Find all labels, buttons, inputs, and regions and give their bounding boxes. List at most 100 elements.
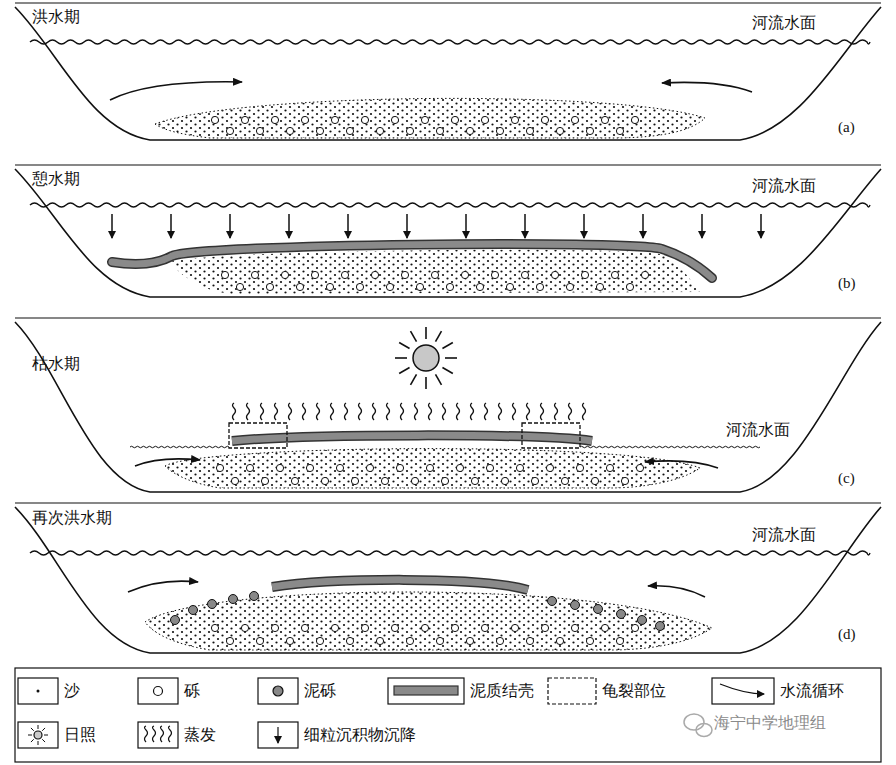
sun-ray (425, 327, 427, 339)
settling-arrow (524, 214, 526, 238)
channel-outline (15, 7, 881, 140)
mud-gravel (638, 616, 647, 625)
gravel (436, 127, 443, 134)
water-label: 河流水面 (752, 526, 816, 544)
gravel (581, 271, 588, 278)
evaporation (373, 403, 376, 420)
panel-letter: (d) (838, 626, 856, 643)
sun-ray (395, 357, 407, 359)
settling-arrow (170, 214, 172, 238)
panel-top-line (15, 502, 881, 503)
legend-text: 蒸发 (184, 726, 216, 744)
gravel (396, 464, 403, 471)
gravel (371, 271, 378, 278)
gravel (331, 116, 338, 123)
evaporation (499, 403, 502, 420)
gravel (601, 116, 608, 123)
water-surface (30, 551, 870, 555)
sun-ray (442, 343, 452, 349)
gravel (411, 477, 418, 484)
legend-text: 泥砾 (304, 682, 336, 700)
settling-arrow (111, 214, 113, 238)
panel-title: 洪水期 (32, 8, 80, 26)
gravel (536, 283, 543, 290)
water-surface (580, 446, 760, 448)
evaporation (541, 403, 544, 420)
mud-crust-edge (272, 580, 528, 590)
flow-arrow (110, 82, 242, 100)
gravel (436, 637, 443, 644)
mud-crust (112, 244, 712, 278)
gravel (516, 464, 523, 471)
settling-arrow (229, 214, 231, 238)
mud-crust (232, 435, 592, 441)
gravel (596, 283, 603, 290)
gravel (526, 637, 533, 644)
settling-arrow (288, 214, 290, 238)
crack-zone (229, 423, 287, 448)
water-surface (130, 446, 229, 448)
gravel (586, 637, 593, 644)
evaporation (457, 403, 460, 420)
gravel (496, 127, 503, 134)
settling-arrow (347, 214, 349, 238)
channel-outline (15, 169, 881, 297)
gravel (226, 637, 233, 644)
legend-text: 沙 (64, 682, 80, 700)
panel-top-line (15, 164, 881, 165)
sun-ray (442, 368, 452, 374)
settling-arrow (465, 214, 467, 238)
crack-swatch (548, 678, 596, 704)
gravel (356, 283, 363, 290)
evaporation (415, 403, 418, 420)
evaporation (583, 403, 586, 420)
gravel (506, 283, 513, 290)
crust-swatch (388, 678, 464, 704)
gravel (236, 283, 243, 290)
gravel (486, 464, 493, 471)
panel-title: 枯水期 (32, 355, 80, 373)
panel-letter: (c) (838, 470, 855, 487)
gravel (281, 271, 288, 278)
gravel (481, 116, 488, 123)
evaporation (289, 403, 292, 420)
gravel (316, 127, 323, 134)
mud-crust (272, 580, 528, 590)
water-label: 河流水面 (726, 421, 790, 439)
gravel (406, 637, 413, 644)
gravel (346, 637, 353, 644)
settling-arrow (642, 214, 644, 238)
evaporation (359, 403, 362, 420)
sun-ray (445, 357, 457, 359)
evaporation (261, 403, 264, 420)
mud-gravel (548, 597, 557, 606)
gravel (451, 624, 458, 631)
gravel (406, 127, 413, 134)
watermark: 海宁中学地理组 (714, 714, 826, 732)
gravel (386, 283, 393, 290)
gravel (591, 477, 598, 484)
gravel (261, 477, 268, 484)
gravel (541, 116, 548, 123)
evaporation (331, 403, 334, 420)
mud-gravel (571, 601, 580, 610)
sand-bar (165, 449, 700, 488)
gravel (256, 637, 263, 644)
evaporation (485, 403, 488, 420)
gravel (256, 127, 263, 134)
gravel (301, 116, 308, 123)
sun-ray (436, 374, 442, 384)
gravel (471, 477, 478, 484)
gravel (391, 624, 398, 631)
mud-gravel-swatch (258, 678, 298, 704)
gravel (296, 283, 303, 290)
channel-outline (15, 507, 881, 653)
sun (413, 345, 439, 371)
settling-arrow (701, 214, 703, 238)
legend-text: 细粒沉积物沉降 (304, 726, 416, 744)
evaporation (569, 403, 572, 420)
settling-arrow (760, 214, 762, 238)
sun-ray (425, 377, 427, 389)
gravel (511, 116, 518, 123)
